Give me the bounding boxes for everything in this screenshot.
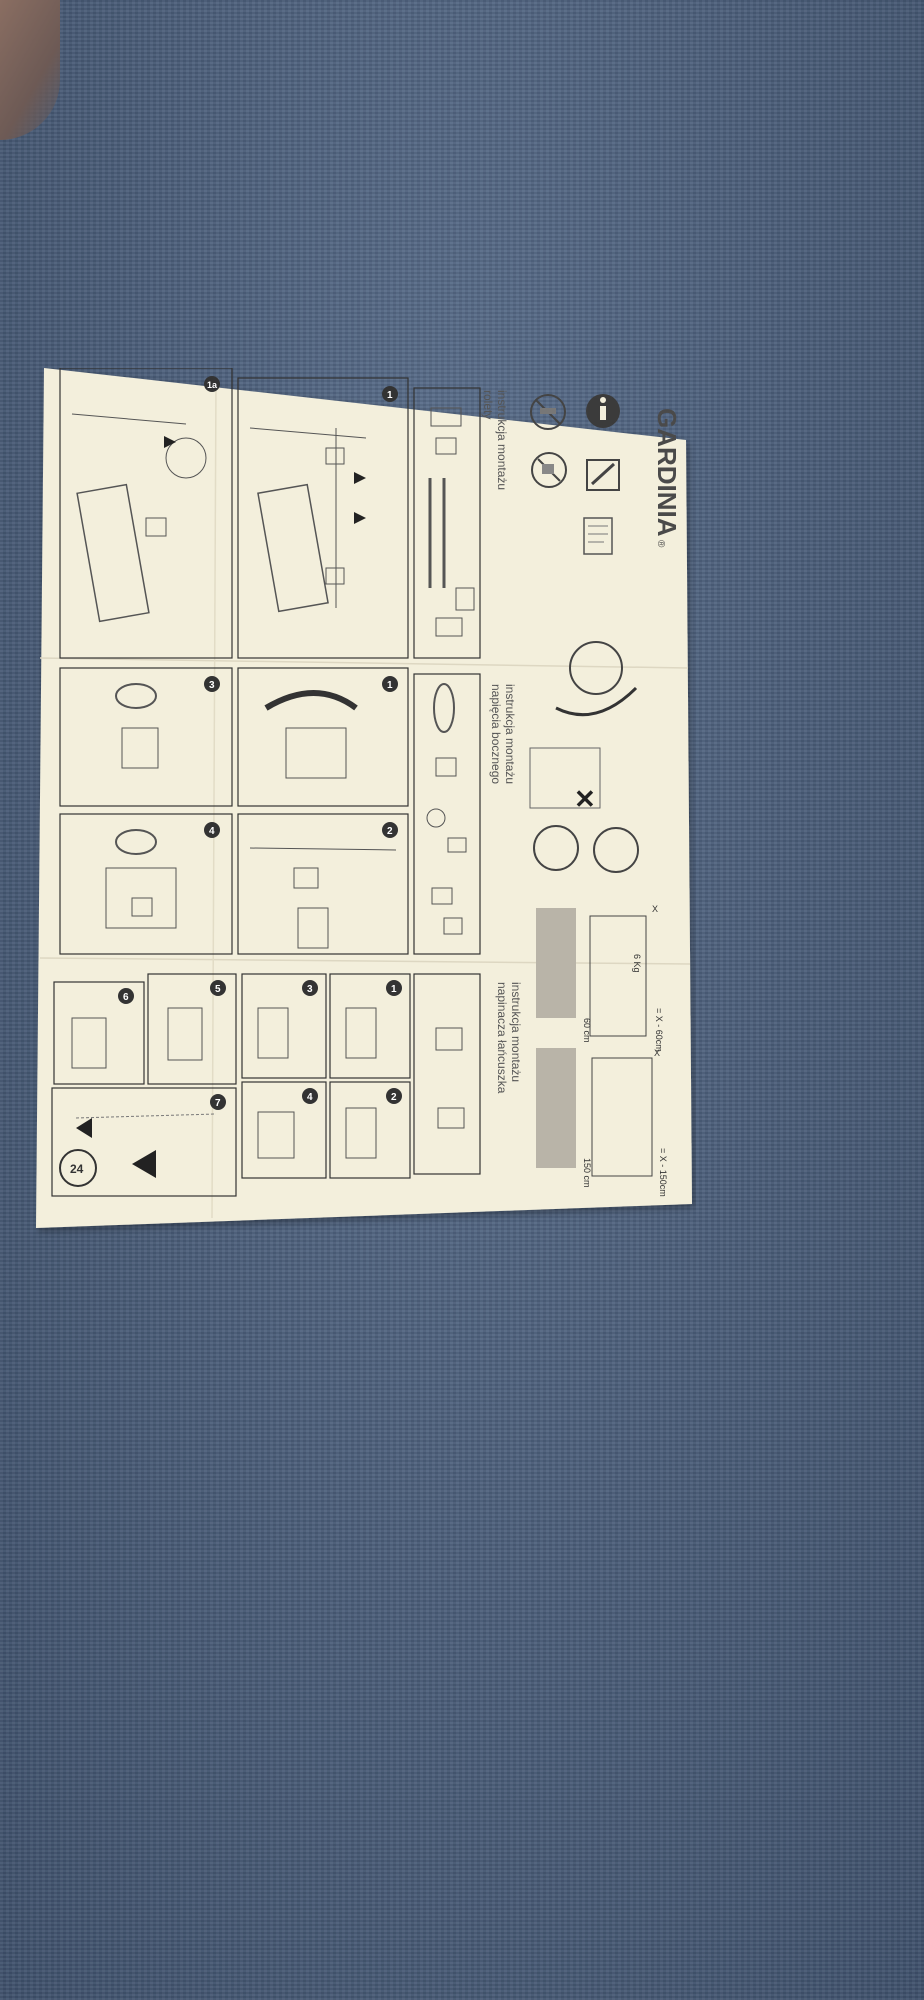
- brand-logo: GARDINIA: [652, 408, 682, 537]
- chain-step-5: 5: [215, 984, 221, 995]
- weight-label: 6 Kg: [632, 954, 642, 973]
- section-chain-tensioner: instrukcja montażu napinacza łańcuszka 1…: [51, 973, 523, 1197]
- brand-column: GARDINIA ®: [652, 408, 682, 548]
- dim-150: 150 cm: [582, 1158, 592, 1188]
- side-step-2: 2: [387, 826, 393, 837]
- chain-title-1: instrukcja montażu: [509, 982, 523, 1082]
- side-tension-title-1: instrukcja montażu: [503, 684, 517, 784]
- x-mark-2: X: [654, 1048, 660, 1058]
- side-step-3: 3: [209, 680, 215, 691]
- section-side-tension: instrukcja montażu napięcia bocznego 1 2…: [59, 667, 517, 955]
- chain-step-4: 4: [307, 1092, 313, 1103]
- chain-step-2: 2: [391, 1092, 397, 1103]
- chain-title-2: napinacza łańcuszka: [495, 982, 509, 1094]
- chain-step-6: 6: [123, 992, 129, 1003]
- brand-mark: ®: [655, 540, 666, 548]
- dim-60: 60 cm: [582, 1018, 592, 1043]
- section-blind: instrukcja montażu rolety 1 1a: [59, 367, 509, 659]
- leaflet-sheet: GARDINIA ® instrukcja montażu rolety: [36, 367, 692, 1228]
- blind-step-1a: 1a: [207, 380, 218, 390]
- measure-icon: [586, 459, 620, 491]
- chain-step-3: 3: [307, 984, 313, 995]
- side-step-1: 1: [387, 680, 393, 691]
- section-blind-title-1: instrukcja montażu: [495, 390, 509, 490]
- blind-step-1: 1: [387, 390, 393, 401]
- paper: [36, 368, 692, 1228]
- safety-area: ✕ 6 Kg = X - 60cm 60 cm X = X - 150cm 15…: [529, 641, 668, 1197]
- x-mark-1: X: [652, 904, 658, 914]
- formula-150: = X - 150cm: [658, 1148, 668, 1197]
- formula-60: = X - 60cm: [654, 1008, 664, 1052]
- warning-x: ✕: [574, 784, 596, 814]
- info-icon: [586, 394, 620, 428]
- side-tension-title-2: napięcia bocznego: [489, 684, 503, 784]
- side-step-4: 4: [209, 826, 215, 837]
- timer-icon: 24: [59, 1149, 97, 1187]
- instruction-leaflet: GARDINIA ® instrukcja montażu rolety: [36, 367, 696, 1243]
- section-blind-title-2: rolety: [481, 390, 495, 419]
- no-drill-icon: [530, 394, 566, 430]
- chain-step-7: 7: [215, 1098, 221, 1109]
- screw-icon: [531, 452, 567, 488]
- timer-label: 24: [70, 1162, 84, 1176]
- chain-step-1: 1: [391, 984, 397, 995]
- components-icon: [583, 517, 613, 555]
